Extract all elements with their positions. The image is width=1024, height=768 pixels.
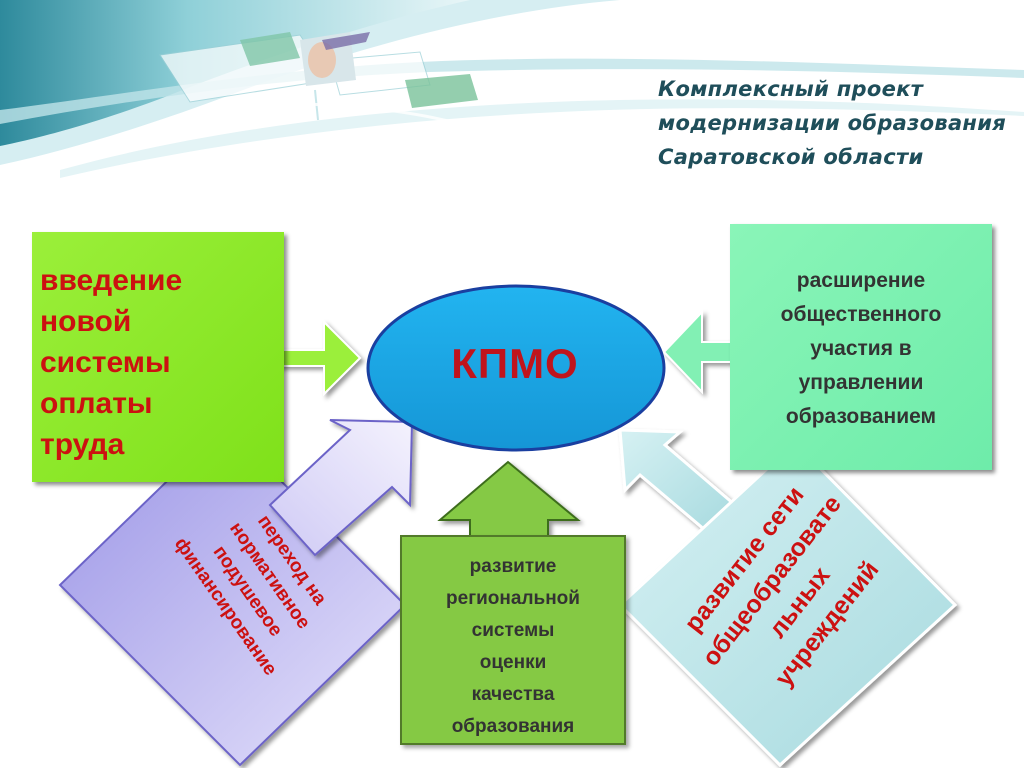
center-label: КПМО (451, 340, 579, 387)
text-line: оплаты (40, 387, 153, 420)
text-line: расширение (796, 269, 926, 292)
box-public-participation: расширение общественного участия в управ… (730, 224, 992, 470)
text-line: развитие (469, 556, 557, 577)
arrow-right-to-center (279, 319, 362, 397)
text-line: образования (451, 716, 575, 737)
header-title: Комплексный проект модернизации образова… (658, 72, 1018, 174)
box-quality-assessment-text: развитие региональной системы оценки кач… (402, 551, 624, 743)
center-ellipse (366, 284, 666, 452)
text-line: системы (471, 620, 555, 641)
text-line: региональной (446, 588, 580, 609)
text-line: системы (40, 346, 171, 379)
text-line: участия в (810, 337, 912, 360)
header-banner-graphic (0, 0, 1024, 178)
arrow-diag-to-center-left (268, 419, 414, 557)
box-quality-assessment: развитие региональной системы оценки кач… (400, 535, 626, 745)
text-line: новой (40, 305, 132, 338)
diamond-bottom-right (617, 440, 958, 768)
box-new-pay-system: введение новой системы оплаты труда (32, 232, 284, 482)
text-line: общественного (780, 303, 942, 326)
arrow-up-to-center (437, 460, 581, 541)
box-public-participation-text: расширение общественного участия в управ… (736, 264, 986, 434)
text-line: оценки (479, 652, 547, 673)
text-line: труда (40, 428, 125, 461)
header-title-line: модернизации образования (658, 111, 1007, 135)
text-line: качества (471, 684, 555, 705)
header-title-line: Комплексный проект (658, 77, 924, 101)
arrow-diag-to-center-right (618, 428, 738, 532)
diamond-bottom-left (58, 423, 407, 767)
text-line: управлении (798, 371, 924, 394)
box-new-pay-system-text: введение новой системы оплаты труда (40, 260, 280, 465)
text-line: введение (40, 264, 183, 297)
header-title-line: Саратовской области (658, 145, 924, 169)
arrow-left-to-center (662, 309, 737, 395)
text-line: образованием (785, 405, 937, 428)
